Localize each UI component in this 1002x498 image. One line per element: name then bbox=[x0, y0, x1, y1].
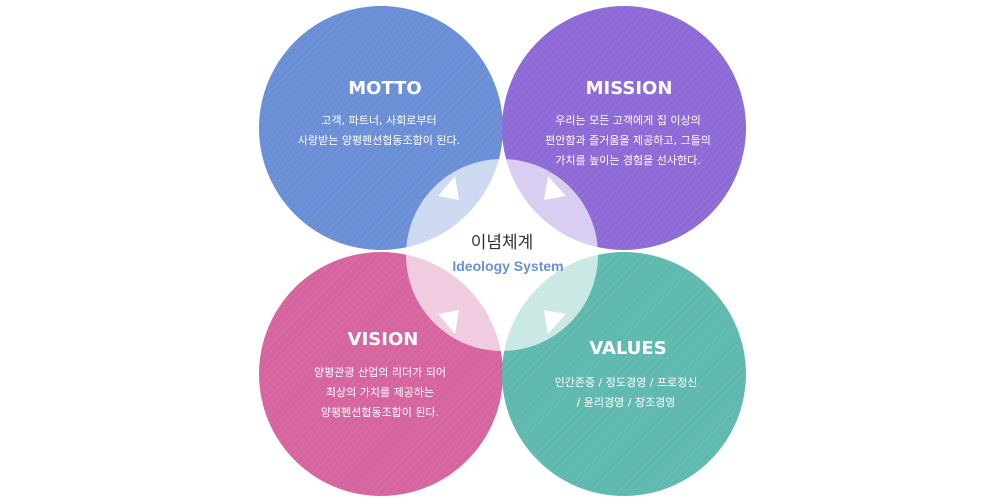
arrow-bottom-left-icon bbox=[438, 310, 459, 334]
vision-title: VISION bbox=[348, 329, 419, 350]
arrow-top-right-icon bbox=[544, 176, 566, 200]
center-circle bbox=[406, 159, 598, 351]
vision-line-2: 최상의 가치를 제공하는 bbox=[326, 385, 434, 399]
arrow-bottom-right-icon bbox=[544, 310, 566, 334]
motto-line-2: 사랑받는 양평펜션협동조합이 된다. bbox=[298, 134, 460, 147]
center-subtitle: Ideology System bbox=[452, 258, 563, 274]
mission-line-2: 편안함과 즐거움을 제공하고, 그들의 bbox=[545, 133, 711, 147]
motto-title: MOTTO bbox=[348, 78, 422, 99]
vision-line-3: 양평펜션협동조합이 된다. bbox=[321, 406, 439, 419]
center-title: 이념체계 bbox=[471, 233, 534, 253]
values-title: VALUES bbox=[589, 338, 666, 359]
mission-line-3: 가치를 높이는 경험을 선사한다. bbox=[555, 154, 701, 167]
values-line-2: / 윤리경영 / 창조경영 bbox=[577, 396, 676, 409]
motto-line-1: 고객, 파트너, 사회로부터 bbox=[321, 114, 436, 127]
arrow-top-left-icon bbox=[438, 176, 459, 200]
mission-line-1: 우리는 모든 고객에게 집 이상의 bbox=[555, 114, 701, 127]
values-line-1: 인간존중 / 정도경영 / 프로정신 bbox=[555, 376, 698, 389]
mission-title: MISSION bbox=[586, 78, 673, 99]
vision-line-1: 양평관광 산업의 리더가 되어 bbox=[314, 366, 446, 379]
center-circle-shape bbox=[406, 159, 598, 351]
